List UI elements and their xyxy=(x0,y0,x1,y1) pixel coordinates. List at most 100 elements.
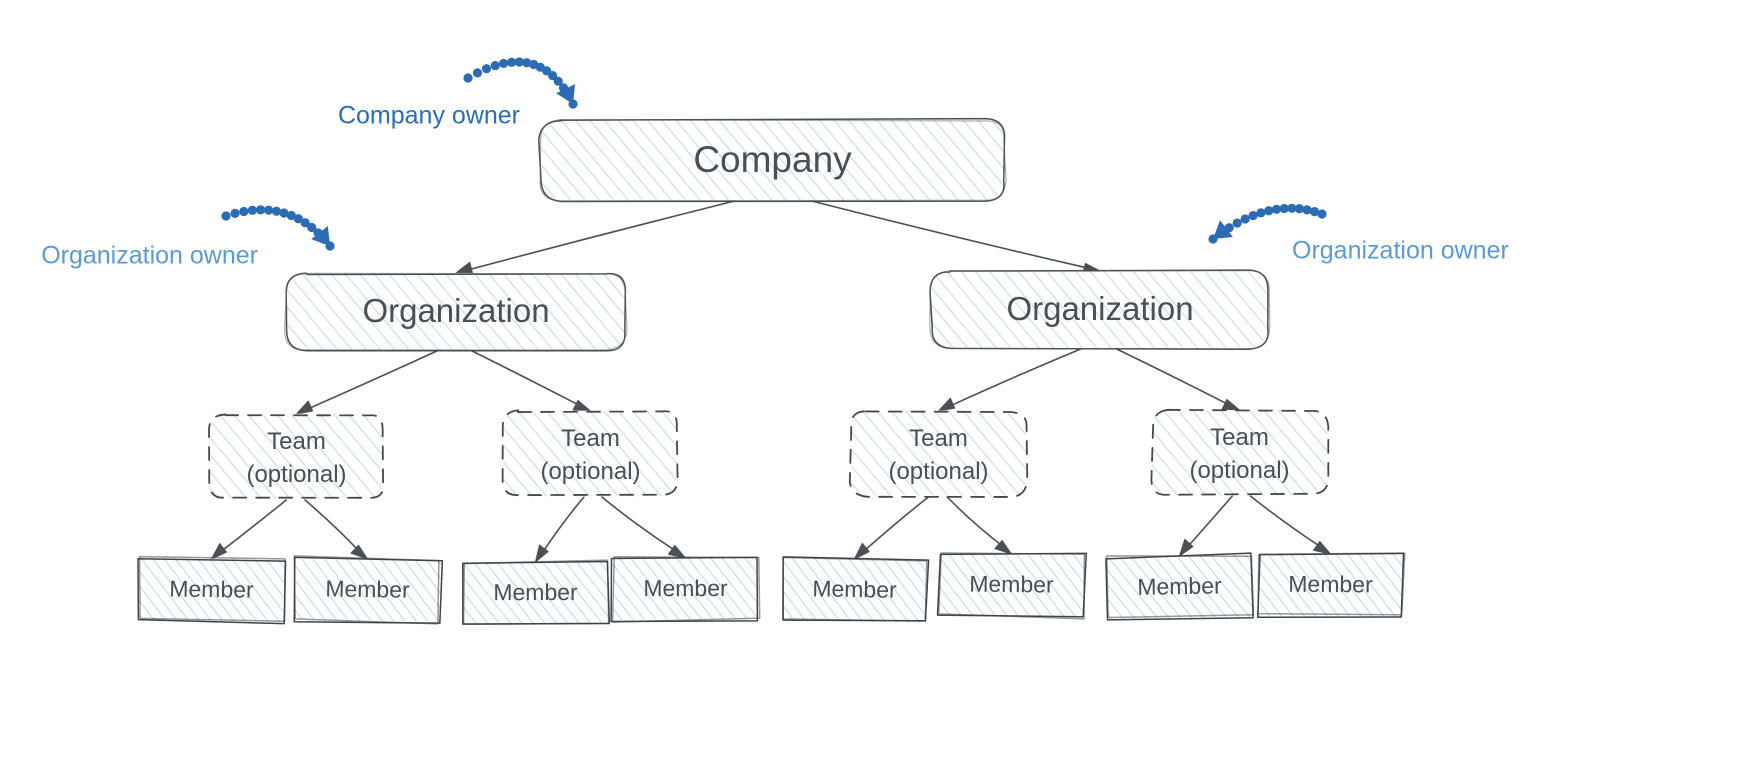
edge-company-to-org-1 xyxy=(455,200,736,274)
dotted-arrow-dot xyxy=(300,218,310,228)
edge-arrowhead xyxy=(1221,398,1240,411)
node-member-3[interactable]: Member xyxy=(462,559,611,626)
node-member-5[interactable]: Member xyxy=(781,556,930,623)
edge-line xyxy=(948,348,1082,408)
node-member-6[interactable]: Member xyxy=(936,552,1088,620)
node-outline xyxy=(781,556,928,622)
dotted-arrow-dot xyxy=(463,73,473,83)
node-fill xyxy=(1151,409,1328,496)
dotted-arrow-dot xyxy=(1271,204,1282,214)
edge-arrowhead xyxy=(854,542,870,560)
dotted-arrow-dot xyxy=(1309,207,1320,217)
edge-team-3-to-member-6 xyxy=(946,496,1012,555)
dotted-arrow-dot xyxy=(1248,211,1258,221)
edge-line xyxy=(220,499,288,553)
node-fill xyxy=(294,558,442,622)
edge-line xyxy=(306,350,438,410)
dotted-arrow-dot xyxy=(286,210,296,221)
node-outline xyxy=(539,119,1007,202)
dotted-arrow-dot xyxy=(221,211,231,221)
edge-arrowhead xyxy=(572,399,591,412)
edge-line xyxy=(1186,495,1234,548)
node-outline xyxy=(1257,552,1406,616)
node-team-1[interactable]: Team(optional) xyxy=(208,413,385,500)
dotted-arrow-dot xyxy=(1256,208,1266,218)
node-team-4[interactable]: Team(optional) xyxy=(1150,408,1330,496)
edge-line xyxy=(1249,495,1322,548)
node-company[interactable]: Company xyxy=(538,117,1007,203)
node-team-3[interactable]: Team(optional) xyxy=(848,410,1029,498)
dotted-arrow-dot xyxy=(553,76,563,86)
dotted-arrow-dot xyxy=(271,206,282,216)
node-fill xyxy=(138,556,285,622)
edge-arrowhead xyxy=(455,261,473,274)
node-outline-dashed xyxy=(1150,408,1330,496)
node-outline xyxy=(138,555,286,622)
edge-arrowhead xyxy=(1312,540,1331,555)
edge-line xyxy=(811,200,1090,269)
node-fill xyxy=(1106,554,1253,619)
edge-arrowhead xyxy=(350,544,368,560)
edge-team-4-to-member-8 xyxy=(1249,495,1331,555)
edge-team-1-to-member-2 xyxy=(304,499,368,560)
node-team-2[interactable]: Team(optional) xyxy=(501,409,679,497)
node-member-2[interactable]: Member xyxy=(293,555,444,625)
annotation-label-organization-owner-left: Organization owner xyxy=(41,242,258,270)
edge-line xyxy=(471,350,581,407)
node-outline xyxy=(137,557,287,625)
edge-team-2-to-member-3 xyxy=(535,496,585,563)
edge-arrowhead xyxy=(296,400,314,415)
edge-line xyxy=(601,496,677,552)
dotted-arrow-dot xyxy=(548,70,558,81)
edge-company-to-org-2 xyxy=(811,200,1101,275)
node-fill xyxy=(781,556,929,623)
dotted-arrow-dot xyxy=(472,68,483,78)
dotted-arrow-dot xyxy=(293,214,303,224)
edge-arrowhead xyxy=(938,397,956,412)
edge-org-2-to-team-3 xyxy=(938,348,1082,412)
dotted-arrow-dot xyxy=(239,206,249,217)
edges-layer xyxy=(211,200,1331,563)
edge-arrowhead xyxy=(1179,538,1194,557)
dotted-arrow-dot xyxy=(507,57,517,67)
node-fill xyxy=(850,410,1026,496)
node-outline xyxy=(1105,552,1254,621)
dotted-arrow-dot xyxy=(230,208,240,218)
edge-team-4-to-member-7 xyxy=(1179,495,1234,557)
node-org-2[interactable]: Organization xyxy=(929,269,1271,350)
node-org-1[interactable]: Organization xyxy=(283,272,628,352)
node-member-7[interactable]: Member xyxy=(1105,552,1255,621)
annotation-label-organization-owner-right: Organization owner xyxy=(1292,237,1509,265)
node-member-4[interactable]: Member xyxy=(610,556,761,623)
dotted-arrow-dot xyxy=(1302,205,1312,215)
node-member-1[interactable]: Member xyxy=(137,555,287,625)
node-outline xyxy=(283,272,628,351)
dotted-arrowhead xyxy=(1213,220,1233,239)
dotted-arrow-dot xyxy=(522,58,532,68)
dotted-arrow-dot xyxy=(1279,203,1289,214)
node-outline xyxy=(929,270,1271,350)
edge-team-3-to-member-5 xyxy=(854,496,930,560)
edge-arrowhead xyxy=(535,544,549,563)
node-fill xyxy=(930,270,1270,349)
node-fill xyxy=(612,557,760,621)
edge-team-2-to-member-4 xyxy=(601,496,686,559)
dotted-arrow-dot xyxy=(1264,206,1274,216)
edge-line xyxy=(466,200,736,271)
annotation-arrow-organization-owner-left xyxy=(221,205,335,251)
dotted-arrow-dot xyxy=(1294,204,1305,214)
dotted-arrow-dot xyxy=(1232,218,1242,228)
node-fill xyxy=(938,554,1085,618)
edge-arrowhead xyxy=(667,544,686,559)
node-outline xyxy=(462,560,611,625)
dotted-arrow-dot xyxy=(279,208,289,218)
dotted-arrow-dot xyxy=(499,58,509,69)
node-member-8[interactable]: Member xyxy=(1256,552,1406,619)
edge-line xyxy=(541,496,585,554)
dotted-arrow-dot xyxy=(514,57,524,67)
edge-line xyxy=(946,496,1004,547)
node-fill xyxy=(540,120,1006,201)
